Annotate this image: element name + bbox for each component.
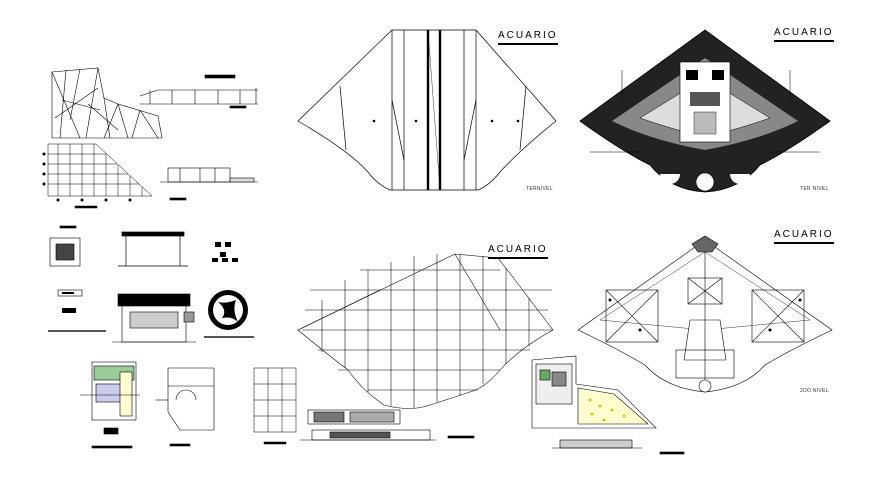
drawing-title-mid-right: ACUARIO bbox=[774, 229, 834, 244]
detail-portal-frame bbox=[118, 231, 188, 267]
structural-grid-plan-center bbox=[297, 253, 554, 409]
detail-small-labels bbox=[48, 289, 106, 332]
level-label-top-right: TER NIVEL bbox=[800, 186, 829, 192]
drawing-title-mid-center: ACUARIO bbox=[488, 244, 548, 259]
detail-circular-plan bbox=[204, 290, 254, 338]
floor-plan-small-2 bbox=[156, 367, 215, 447]
floor-plan-first-level bbox=[579, 29, 831, 193]
side-elevation-small bbox=[160, 167, 258, 201]
level-label-bottom-right: 2DO NIVEL bbox=[800, 388, 829, 394]
site-plan bbox=[531, 355, 657, 429]
roof-truss-elevation bbox=[51, 67, 163, 139]
detail-small-figures bbox=[212, 242, 238, 262]
roof-plan-top bbox=[297, 29, 557, 191]
detail-column-section bbox=[49, 225, 81, 267]
site-elevation bbox=[552, 439, 685, 455]
grid-plan-small bbox=[253, 367, 297, 445]
drawing-title-top-center: ACUARIO bbox=[498, 30, 558, 45]
structural-grid-plan-left bbox=[42, 143, 153, 209]
level-label-top-center: TERNIVEL bbox=[526, 186, 553, 192]
building-elevation-small bbox=[139, 74, 258, 109]
building-elevation-long bbox=[300, 409, 475, 441]
drawing-title-top-right: ACUARIO bbox=[774, 27, 834, 42]
floor-plan-small-1 bbox=[80, 361, 140, 449]
floor-plan-second-level bbox=[577, 235, 833, 393]
detail-kiosk bbox=[112, 293, 196, 343]
